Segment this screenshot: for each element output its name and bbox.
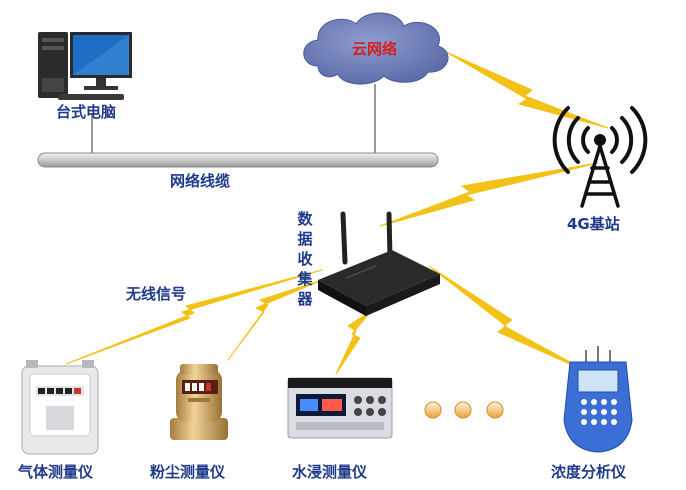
wireless-label: 无线信号 xyxy=(126,285,187,303)
cable-bar xyxy=(37,152,439,168)
water-meter-icon xyxy=(287,377,393,439)
conc-meter-label: 浓度分析仪 xyxy=(551,463,627,481)
gas-meter-label: 气体测量仪 xyxy=(18,463,94,481)
signal-gas-collector xyxy=(65,269,323,365)
signal-tower-collector xyxy=(379,162,599,227)
analyzer-icon xyxy=(563,346,633,453)
router-icon xyxy=(318,211,440,316)
dust-meter-icon xyxy=(170,364,228,440)
water-meter-label: 水浸测量仪 xyxy=(292,463,368,481)
network-cable xyxy=(37,84,439,168)
cloud-icon xyxy=(303,12,449,85)
desktop-icon xyxy=(38,32,132,100)
signal-links xyxy=(65,51,609,375)
dust-meter-label: 粉尘测量仪 xyxy=(150,463,226,481)
gas-meter-icon xyxy=(21,360,99,455)
cable-label: 网络线缆 xyxy=(170,172,231,190)
cloud-label: 云网络 xyxy=(352,40,398,58)
desktop-label: 台式电脑 xyxy=(56,103,117,121)
base-station-label: 4G基站 xyxy=(567,215,620,233)
signal-water-collector xyxy=(335,309,373,375)
signal-cloud-tower xyxy=(445,51,609,129)
more-devices-dots xyxy=(424,401,504,419)
collector-label: 数据收集器 xyxy=(297,210,313,308)
signal-conc-collector xyxy=(428,265,593,375)
tower-icon xyxy=(552,106,648,208)
